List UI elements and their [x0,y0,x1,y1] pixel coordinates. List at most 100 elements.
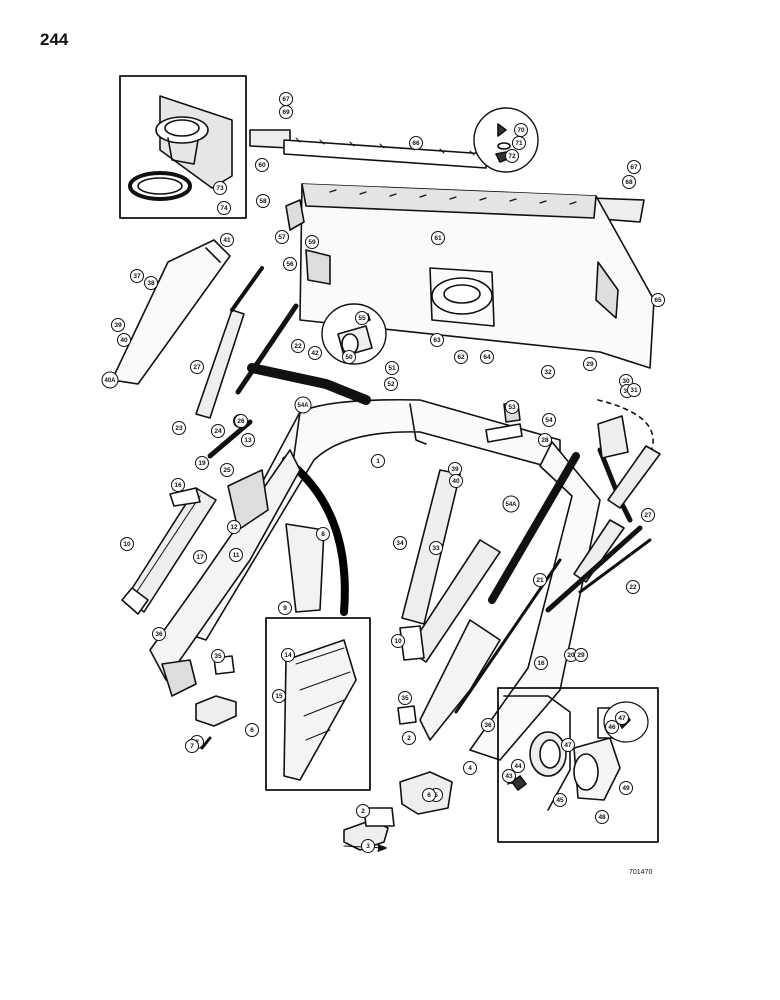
callout-37: 37 [130,269,144,283]
callout-circle [172,421,186,435]
callout-circle [193,550,207,564]
callout-circle [574,648,588,662]
callout-circle [430,333,444,347]
callout-60: 60 [255,158,269,172]
callout-circle [481,718,495,732]
callout-label: 34 [396,540,404,547]
callout-circle [463,761,477,775]
callout-55: 55 [355,311,369,325]
callout-1: 1 [371,454,385,468]
callout-label: 37 [133,273,141,280]
callout-label: 5 [434,792,438,799]
callout-circle [308,346,322,360]
callout-74: 74 [217,201,231,215]
callout-label: 40 [120,337,128,344]
callout-label: 63 [433,337,441,344]
callout-circle [398,691,412,705]
callout-label: 24 [214,428,222,435]
callout-10: 10 [120,537,134,551]
callout-label: 50 [345,354,353,361]
callout-label: 55 [358,315,366,322]
callout-label: 58 [259,198,267,205]
callout-label: 3 [366,843,370,850]
callout-29: 29 [583,357,597,371]
callout-27: 27 [190,360,204,374]
callout-45: 45 [553,793,567,807]
callout-label: 10 [123,541,131,548]
callout-42: 42 [308,346,322,360]
callout-46: 46 [605,720,619,734]
callout-circle [171,478,185,492]
callout-circle [409,136,423,150]
callout-label: 49 [622,785,630,792]
callout-38: 38 [144,276,158,290]
callout-circle [605,720,619,734]
callout-62: 62 [454,350,468,364]
callout-43: 43 [502,769,516,783]
callout-circle [227,520,241,534]
callout-label: 28 [541,437,549,444]
callout-label: 46 [608,724,616,731]
callout-circle [355,311,369,325]
callout-36: 36 [481,718,495,732]
callout-label: 39 [451,466,459,473]
callout-label: 74 [220,205,228,212]
callout-label: 44 [514,763,522,770]
callout-leader [282,456,349,616]
callout-label: 48 [598,814,606,821]
callout-circle [429,541,443,555]
callout-circle [117,333,131,347]
callout-9: 9 [278,601,292,615]
callout-label: 17 [196,554,204,561]
callout-label: 16 [537,660,545,667]
callout-circle [627,160,641,174]
callout-label: 15 [275,693,283,700]
callout-53: 53 [505,400,519,414]
inset-cutting-edge [265,617,371,791]
callout-circle [283,257,297,271]
callout-65: 65 [651,293,665,307]
callout-label: 35 [401,695,409,702]
callout-label: 36 [484,722,492,729]
callout-label: 27 [644,512,652,519]
callout-circle [229,548,243,562]
callout-circle [361,839,375,853]
callout-circle [431,231,445,245]
callout-48: 48 [595,810,609,824]
callout-41: 41 [220,233,234,247]
callout-label: 72 [508,153,516,160]
callout-circle [278,601,292,615]
callout-35: 35 [398,691,412,705]
callout-circle [342,350,356,364]
callout-label: 43 [505,773,513,780]
callout-circle [393,536,407,550]
callout-circle [291,339,305,353]
callout-12: 12 [227,520,241,534]
callout-51: 51 [385,361,399,375]
callout-circle [651,293,665,307]
callout-25: 25 [220,463,234,477]
callout-label: 19 [198,460,206,467]
callout-label: 10 [394,638,402,645]
callout-circle [615,711,629,725]
drawing-number: 701470 [629,869,653,876]
callout-label: 40A [104,378,116,384]
callout-24: 24 [211,424,225,438]
callout-35: 35 [211,649,225,663]
callout-10: 10 [391,634,405,648]
callout-label: 13 [244,437,252,444]
callout-label: 40 [452,478,460,485]
callout-label: 73 [216,185,224,192]
callout-label: 68 [625,179,633,186]
callout-36: 36 [152,627,166,641]
callout-32: 32 [541,365,555,379]
callout-circle [217,201,231,215]
callout-label: 22 [629,584,637,591]
callout-14: 14 [281,648,295,662]
callout-label: 39 [114,322,122,329]
callout-label: 71 [515,140,523,147]
callout-68: 68 [622,175,636,189]
callout-circle [512,136,526,150]
callout-circle [505,149,519,163]
callout-label: 12 [230,524,238,531]
